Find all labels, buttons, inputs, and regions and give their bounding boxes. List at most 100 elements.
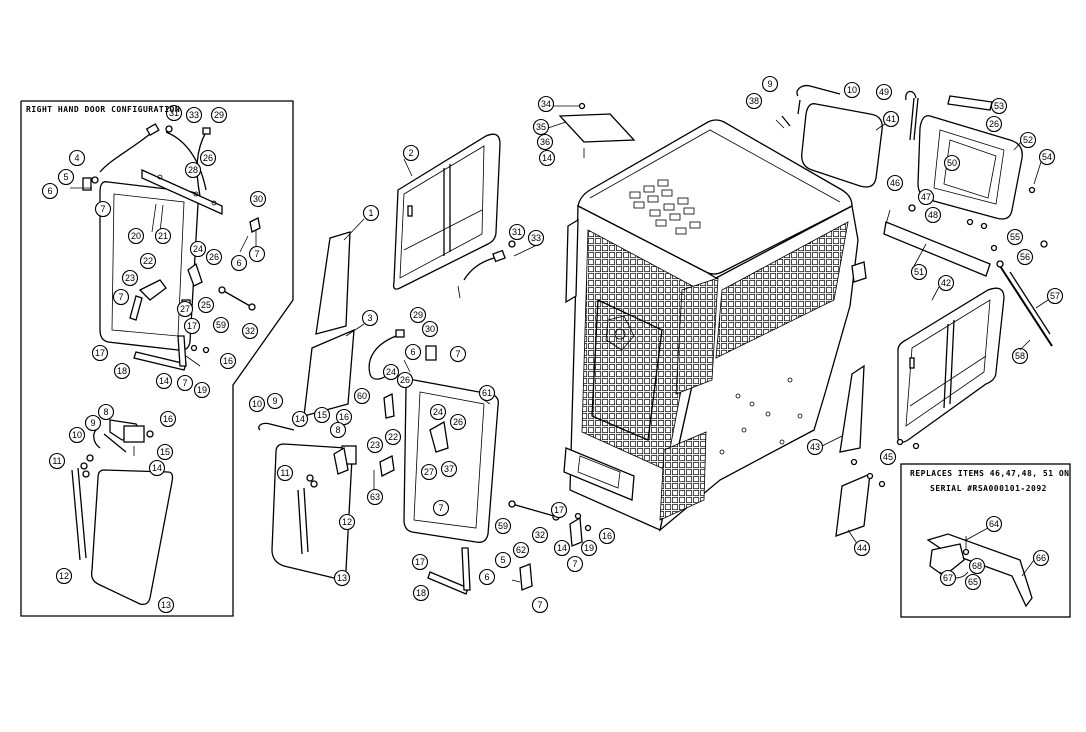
svg-text:9: 9 <box>272 396 277 406</box>
callout-7-g: 7 <box>531 596 549 614</box>
svg-text:67: 67 <box>943 573 953 583</box>
strut-57 <box>996 240 1053 347</box>
svg-text:7: 7 <box>455 349 460 359</box>
svg-text:45: 45 <box>883 452 893 462</box>
callout-7-a: 7 <box>94 200 112 218</box>
callout-49: 49 <box>875 83 893 101</box>
door-61 <box>403 379 499 543</box>
callout-6-a: 6 <box>41 182 59 200</box>
plate-35 <box>558 102 636 158</box>
callout-41: 41 <box>882 110 900 128</box>
callout-65: 65 <box>964 573 982 591</box>
svg-text:61: 61 <box>482 388 492 398</box>
callout-27-a: 27 <box>176 300 194 318</box>
callout-62: 62 <box>512 541 530 559</box>
callout-8-a: 8 <box>97 403 115 421</box>
callout-50: 50 <box>943 154 961 172</box>
svg-text:47: 47 <box>921 192 931 202</box>
svg-text:17: 17 <box>554 505 564 515</box>
svg-text:44: 44 <box>857 543 867 553</box>
callout-8-b: 8 <box>329 421 347 439</box>
svg-text:16: 16 <box>163 414 173 424</box>
callout-9-b: 9 <box>266 392 284 410</box>
svg-text:31: 31 <box>169 108 179 118</box>
hinge-62 <box>511 563 533 591</box>
callout-59-a: 59 <box>212 316 230 334</box>
svg-text:17: 17 <box>95 348 105 358</box>
callout-28-a: 28 <box>184 161 202 179</box>
svg-text:1: 1 <box>368 208 373 218</box>
callout-61: 61 <box>478 384 496 402</box>
callout-17-d: 17 <box>550 501 568 519</box>
callout-18-b: 18 <box>412 584 430 602</box>
callout-30-b: 30 <box>421 320 439 338</box>
svg-text:14: 14 <box>152 463 162 473</box>
callout-32-b: 32 <box>531 526 549 544</box>
callout-14-c: 14 <box>291 410 309 428</box>
svg-text:7: 7 <box>537 600 542 610</box>
svg-text:19: 19 <box>584 543 594 553</box>
replacement-box <box>900 463 1071 618</box>
callout-17-b: 17 <box>91 344 109 362</box>
callout-14-d: 14 <box>553 539 571 557</box>
callout-36: 36 <box>536 133 554 151</box>
callout-44: 44 <box>853 539 871 557</box>
callout-42: 42 <box>937 274 955 292</box>
callout-10-c: 10 <box>843 81 861 99</box>
callout-30-a: 30 <box>249 190 267 208</box>
svg-text:24: 24 <box>193 244 203 254</box>
callout-60: 60 <box>353 387 371 405</box>
callout-29-b: 29 <box>409 306 427 324</box>
svg-text:7: 7 <box>100 204 105 214</box>
svg-text:10: 10 <box>72 430 82 440</box>
bracket-53 <box>947 95 993 111</box>
callout-17-c: 17 <box>411 553 429 571</box>
svg-text:6: 6 <box>410 347 415 357</box>
callout-10-a: 10 <box>68 426 86 444</box>
callout-24-a: 24 <box>189 240 207 258</box>
svg-text:52: 52 <box>1023 135 1033 145</box>
svg-text:7: 7 <box>572 559 577 569</box>
svg-text:23: 23 <box>125 273 135 283</box>
svg-text:33: 33 <box>189 110 199 120</box>
svg-text:12: 12 <box>342 517 352 527</box>
rh-hinge-bar <box>141 168 223 216</box>
callout-57: 57 <box>1046 287 1064 305</box>
callout-46: 46 <box>886 174 904 192</box>
svg-text:26: 26 <box>989 119 999 129</box>
callout-24-c: 24 <box>429 403 447 421</box>
callout-54: 54 <box>1038 148 1056 166</box>
callout-5-a: 5 <box>57 168 75 186</box>
svg-text:14: 14 <box>557 543 567 553</box>
replacement-note-line2: SERIAL #RSA000101-2092 <box>930 484 1047 493</box>
callout-48: 48 <box>924 206 942 224</box>
callout-45: 45 <box>879 448 897 466</box>
svg-text:29: 29 <box>413 310 423 320</box>
svg-text:46: 46 <box>890 178 900 188</box>
svg-text:22: 22 <box>143 256 153 266</box>
callout-23-b: 23 <box>366 436 384 454</box>
svg-text:8: 8 <box>103 407 108 417</box>
wiring-29 <box>368 329 405 380</box>
svg-text:6: 6 <box>236 258 241 268</box>
svg-text:59: 59 <box>498 521 508 531</box>
callout-15-a: 15 <box>156 443 174 461</box>
callout-16-a: 16 <box>219 352 237 370</box>
rh-glass-13 <box>90 469 174 606</box>
svg-text:26: 26 <box>400 375 410 385</box>
svg-text:15: 15 <box>317 410 327 420</box>
svg-text:28: 28 <box>188 165 198 175</box>
callout-16-c: 16 <box>335 408 353 426</box>
svg-text:66: 66 <box>1036 553 1046 563</box>
callout-47: 47 <box>917 188 935 206</box>
svg-text:27: 27 <box>180 304 190 314</box>
callout-1: 1 <box>362 204 380 222</box>
callout-67: 67 <box>939 569 957 587</box>
svg-text:16: 16 <box>339 412 349 422</box>
svg-text:54: 54 <box>1042 152 1052 162</box>
glass-1 <box>315 231 351 335</box>
replacement-note-line1: REPLACES ITEMS 46,47,48, 51 ON <box>910 469 1070 478</box>
svg-text:23: 23 <box>370 440 380 450</box>
callout-51: 51 <box>910 263 928 281</box>
svg-text:21: 21 <box>158 231 168 241</box>
